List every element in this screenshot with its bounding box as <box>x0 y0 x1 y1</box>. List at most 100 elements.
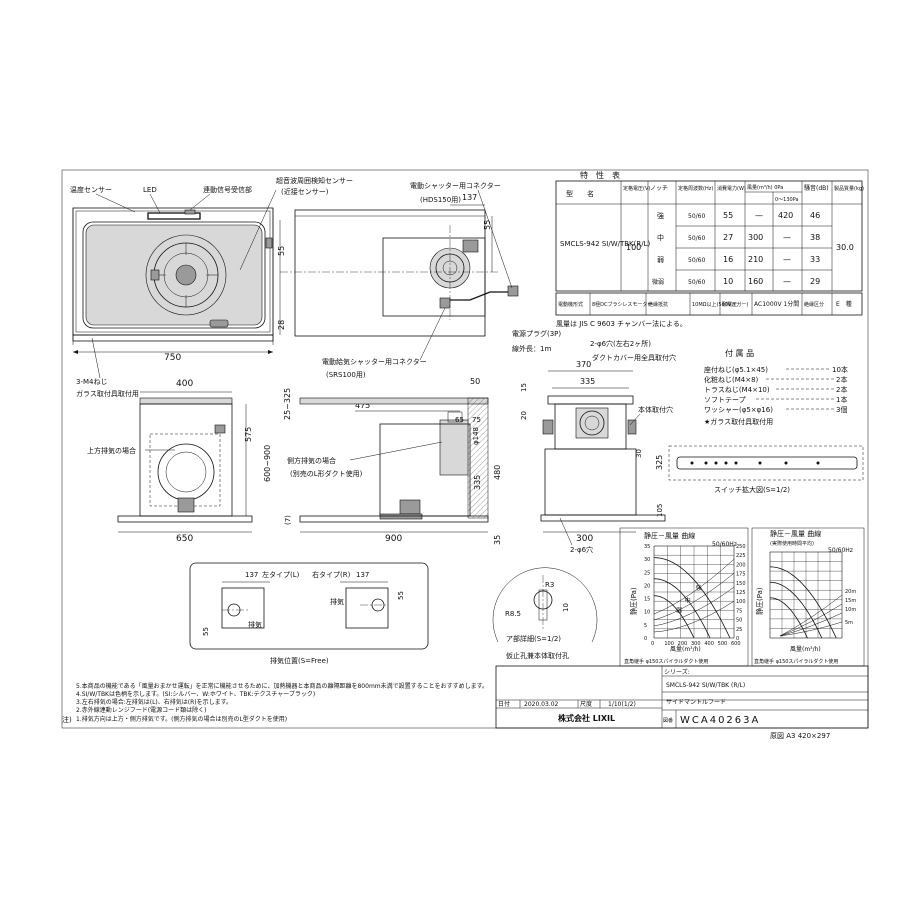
graph1-xtick: 500 <box>718 641 728 647</box>
graph2-len-5: 5m <box>845 620 853 626</box>
svg-text:33: 33 <box>810 255 820 264</box>
graph1-ytick: 100 <box>736 599 746 605</box>
spec-model: SMCLS-942 SI/W/TBK(R/L) <box>560 240 650 248</box>
title-date: 2020.03.02 <box>524 701 559 708</box>
graph1-curve <box>653 595 695 639</box>
spec-header-hz: 定格周波数(Hz) <box>678 185 713 192</box>
graph2-ylabel: 静圧(Pa) <box>755 587 764 615</box>
accessories-note: ★ガラス取付具取付用 <box>704 417 773 426</box>
side-view-left: 400 650 575 600~900 25~325 (7) 上方排気の場合 <box>87 379 292 544</box>
led-strip <box>147 212 201 220</box>
note-line: 4.SI/W/TBKは色柄を示します。(SI:シルバー、W:ホワイト、TBK:テ… <box>76 690 315 698</box>
spec-row: 強 50/60 55 — 420 46 <box>657 211 820 220</box>
spec-header-voltage: 定格電圧(V) <box>623 185 650 192</box>
note-line: 1.排気方向は上方・側方排気です。(側方排気の場合は別売のL型ダクトを使用) <box>76 715 287 723</box>
svg-text:強: 強 <box>657 212 664 220</box>
svg-text:300: 300 <box>748 233 763 242</box>
svg-text:50/60: 50/60 <box>688 235 705 242</box>
label-srs100: (SRS100用) <box>326 371 366 379</box>
graph1-subtitle: 50/60Hz <box>712 541 737 548</box>
svg-text:160: 160 <box>748 277 763 286</box>
graph-1: 静圧－風量 曲線 50/60Hz 静圧(Pa) 風量(m³/h) 直角継手 φ1… <box>619 527 749 667</box>
graph1-ytick2: 5 <box>644 623 647 629</box>
graph1-xtick: 300 <box>691 641 701 647</box>
label-right-holes: 2-φ6穴(左右2ヶ所) <box>590 339 651 348</box>
accessory-qty: 3個 <box>836 405 847 414</box>
title-block: シリーズ: SMCLS-942 SI/W/TBK (R/L) サイドマントルフー… <box>495 665 869 740</box>
rear-view: 137 55 電動シャッター用コネクター (HDS150用) 電動給気シャッター… <box>280 181 561 379</box>
label-temp-sensor: 温度センサー <box>70 185 112 194</box>
accessory-qty: 1本 <box>836 395 847 404</box>
spec-note: 風量は JIS C 9603 チャンバー法による。 <box>556 319 687 328</box>
svg-text:50/60: 50/60 <box>688 279 705 286</box>
label-bottom-holes: 2-φ6穴 <box>570 545 593 554</box>
front-dim-28: 28 <box>277 320 286 330</box>
accessory-qty: 2本 <box>836 375 847 384</box>
detail-a-r3: R3 <box>545 581 554 589</box>
graph1-ytick: 175 <box>736 572 746 578</box>
exhaust-left-dim: 137 <box>245 571 258 579</box>
title-series-label: シリーズ: <box>664 668 690 676</box>
accessory-qty: 10本 <box>832 365 848 374</box>
spec-insulation-label: 絶縁抵抗 <box>648 301 668 308</box>
graph1-curve-label: 強 <box>696 584 702 592</box>
exhaust-right-exhaust: 排気 <box>330 597 344 606</box>
notes-prefix: 注) <box>62 715 72 724</box>
spec-voltage: 100 <box>626 243 641 252</box>
left-dim-gap: 25~325 <box>283 388 292 420</box>
graph1-ytick: 125 <box>736 590 746 596</box>
rear-dim-137: 137 <box>462 193 477 202</box>
graph2-title: 静圧－風量 曲線 <box>770 529 821 538</box>
graph1-ytick: 150 <box>736 581 746 587</box>
graph2-subtitle2: 50/60Hz <box>828 547 853 554</box>
label-glass-note: ガラス取付具取付用 <box>76 389 139 398</box>
mid-dim-50: 50 <box>470 377 480 386</box>
graph1-ytick: 75 <box>736 608 742 614</box>
title-date-label: 日付 <box>498 700 510 708</box>
spec-class: E 種 <box>836 300 852 308</box>
spec-header-power: 消費電力(W) <box>717 185 746 192</box>
graph1-ytick: 0 <box>736 636 739 642</box>
spec-table-title: 特 性 表 <box>580 170 620 180</box>
paper-size: 原図 A3 420×297 <box>770 732 830 740</box>
mid-dim-475: 475 <box>355 401 370 410</box>
sheet-border <box>61 169 869 729</box>
svg-text:中: 中 <box>657 233 664 242</box>
mid-dim-148: φ148 <box>472 427 480 445</box>
graph2-xlabel: 風量(m³/h) <box>790 646 821 653</box>
graph1-ytick2: 0 <box>644 636 647 642</box>
mid-dim-480: 480 <box>493 465 502 480</box>
accessory-qty: 2本 <box>836 385 847 394</box>
title-drawing-label: 図番 <box>663 717 673 724</box>
label-screw-note: 3-M4ねじ <box>76 378 107 386</box>
exhaust-right-label: 右タイプ(R) <box>312 570 351 579</box>
rear-dim-55: 55 <box>483 220 492 230</box>
detail-a-r85: R8.5 <box>505 610 521 618</box>
svg-text:50/60: 50/60 <box>688 213 705 220</box>
spec-header-air: 風量(m³/h) 0Pa <box>747 184 783 191</box>
right-dim-30: 30 <box>635 449 643 458</box>
graph1-curve <box>653 557 731 639</box>
graph1-title: 静圧－風量 曲線 <box>644 531 695 540</box>
label-body-hole: 本体取付穴 <box>638 405 673 414</box>
exhaust-left-55: 55 <box>202 627 210 636</box>
mid-dim-75: 75 <box>472 416 481 424</box>
svg-text:10: 10 <box>723 277 733 286</box>
svg-text:—: — <box>783 277 791 286</box>
graph2-note: 直角継手 φ150スパイラルダクト使用 <box>754 658 838 665</box>
detail-a-caption: ア部詳細(S=1/2) <box>506 634 561 643</box>
spec-row: 弱 50/60 16 210 — 33 <box>657 255 820 264</box>
label-power-plug: 電源プラグ(3P) <box>512 329 561 338</box>
spec-header-noise: 騒音(dB) <box>804 184 829 192</box>
svg-text:210: 210 <box>748 255 763 264</box>
note-line: 2.赤外線連動レンジフード(電源コード類は除く) <box>76 706 206 714</box>
left-dim-575: 575 <box>244 427 253 442</box>
graph1-xtick: 0 <box>651 641 654 647</box>
spec-table: 特 性 表 型 名 定格電圧(V) ノッチ 定格周波数(Hz) 消費電力(W) … <box>555 170 864 328</box>
right-dim-20: 20 <box>520 411 528 420</box>
accessory-item: ソフトテープ <box>704 396 746 404</box>
graph1-ytick2: 10 <box>644 610 650 616</box>
detail-a-10: 10 <box>562 603 570 612</box>
front-width-dim: 750 <box>164 353 181 363</box>
